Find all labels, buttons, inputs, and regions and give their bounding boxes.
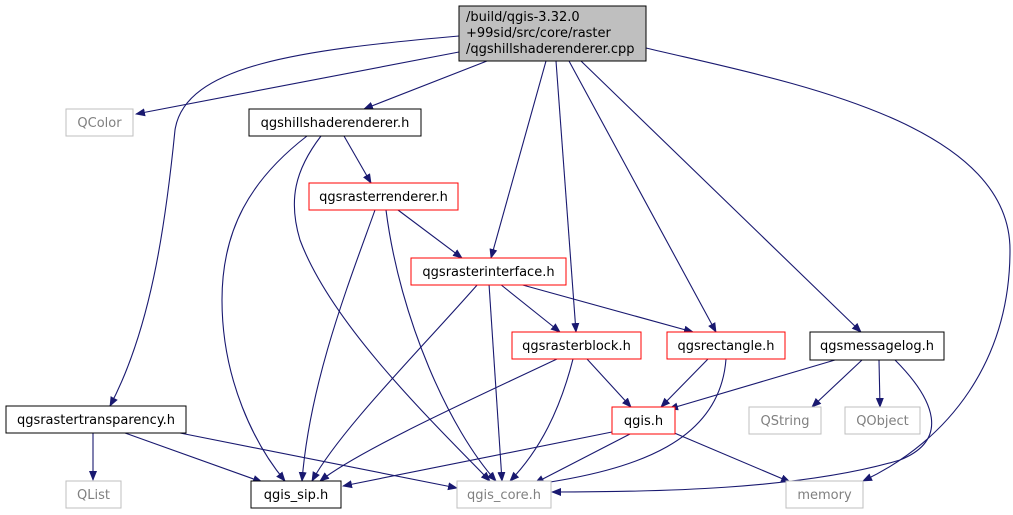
edge-rasterblock-to-qgis-h [586, 358, 632, 408]
node-memory-label: memory [797, 488, 852, 503]
edge-messagelog-to-qgis-h [668, 359, 836, 411]
edge-rastertransparency-to-qgis-sip [124, 432, 263, 483]
node-rectangle-h-label: qgsrectangle.h [677, 339, 774, 354]
node-qgis-core-h-label: qgis_core.h [467, 488, 541, 503]
node-qobject[interactable]: QObject [844, 406, 921, 435]
node-root-file[interactable]: /build/qgis-3.32.0 +99sid/src/core/raste… [458, 5, 647, 62]
edge-rasterinterface-to-qgis-sip [311, 283, 479, 482]
node-qgis-core-h[interactable]: qgis_core.h [456, 480, 552, 509]
root-label-line2: +99sid/src/core/raster [466, 26, 612, 41]
node-rasterinterface-h[interactable]: qgsrasterinterface.h [410, 257, 567, 286]
node-rasterblock-h-label: qgsrasterblock.h [522, 339, 631, 354]
edge-rasterinterface-to-qgis-core [488, 283, 506, 482]
edge-root-to-memory [645, 47, 1011, 482]
edge-root-to-rasterblock-h [555, 60, 580, 333]
edge-rectangle-to-qgis-core [529, 358, 727, 488]
edge-root-to-rectangle-h [568, 60, 717, 333]
edge-root-to-messagelog-h [580, 60, 862, 333]
edge-root-to-qcolor [135, 51, 460, 117]
node-rasterrenderer-h[interactable]: qgsrasterrenderer.h [308, 182, 459, 211]
edge-root-to-hillshade-h [363, 60, 488, 110]
edge-rasterinterface-to-rasterblock [499, 283, 561, 333]
edge-rasterrenderer-to-qgis-sip [298, 209, 376, 482]
node-rasterinterface-h-label: qgsrasterinterface.h [422, 265, 554, 280]
edge-qgis-h-to-memory [671, 431, 791, 483]
node-qgis-sip-h[interactable]: qgis_sip.h [250, 480, 342, 509]
node-messagelog-h-label: qgsmessagelog.h [820, 339, 934, 354]
node-hillshade-h-label: qgshillshaderenderer.h [261, 116, 410, 131]
node-qstring-label: QString [760, 414, 809, 429]
node-qcolor[interactable]: QColor [65, 108, 134, 137]
node-qgis-sip-h-label: qgis_sip.h [264, 488, 328, 503]
node-memory[interactable]: memory [785, 480, 864, 509]
edge-rasterrenderer-to-rasterinterface [397, 209, 463, 259]
node-qgis-h[interactable]: qgis.h [611, 406, 676, 435]
edge-rastertransparency-to-qgis-core [179, 432, 458, 491]
edge-rasterblock-to-qgis-sip [319, 358, 558, 482]
edge-rasterinterface-to-rectangle [518, 283, 694, 334]
node-messagelog-h[interactable]: qgsmessagelog.h [809, 331, 945, 361]
edge-qgis-h-to-qgis-core [534, 433, 631, 484]
edge-qgis-h-to-qgis-sip [342, 431, 613, 489]
edge-rasterblock-to-qgis-core [509, 358, 574, 482]
node-rastertransparency-h[interactable]: qgsrastertransparency.h [5, 405, 187, 434]
root-label-line3: /qgshillshaderenderer.cpp [466, 42, 635, 57]
edge-hillshade-to-qgis-sip [221, 135, 308, 482]
edge-root-to-rasterinterface-h [489, 60, 547, 259]
node-qcolor-label: QColor [77, 116, 122, 131]
node-rasterblock-h[interactable]: qgsrasterblock.h [511, 331, 642, 360]
edge-rectangle-to-qgis-h [660, 358, 709, 408]
node-qlist[interactable]: QList [65, 480, 122, 509]
node-rastertransparency-h-label: qgsrastertransparency.h [17, 413, 175, 428]
node-rasterrenderer-h-label: qgsrasterrenderer.h [319, 190, 448, 205]
edge-hillshade-to-qgis-core [293, 135, 491, 482]
edges [89, 35, 1011, 496]
edge-hillshade-to-rasterrenderer [343, 135, 372, 184]
edge-root-to-rastertransparency-h [109, 35, 460, 407]
edge-messagelog-to-qstring [811, 359, 863, 408]
edge-messagelog-to-qgis-core [551, 359, 933, 496]
edge-rasterrenderer-to-qgis-core [385, 209, 497, 482]
node-qobject-label: QObject [856, 414, 909, 429]
node-hillshade-h[interactable]: qgshillshaderenderer.h [248, 108, 422, 137]
edge-messagelog-to-qobject [875, 359, 884, 408]
root-label-line1: /build/qgis-3.32.0 [466, 10, 580, 25]
node-rectangle-h[interactable]: qgsrectangle.h [666, 331, 786, 360]
node-qstring[interactable]: QString [748, 406, 822, 435]
node-qlist-label: QList [77, 488, 110, 503]
node-qgis-h-label: qgis.h [624, 414, 663, 429]
